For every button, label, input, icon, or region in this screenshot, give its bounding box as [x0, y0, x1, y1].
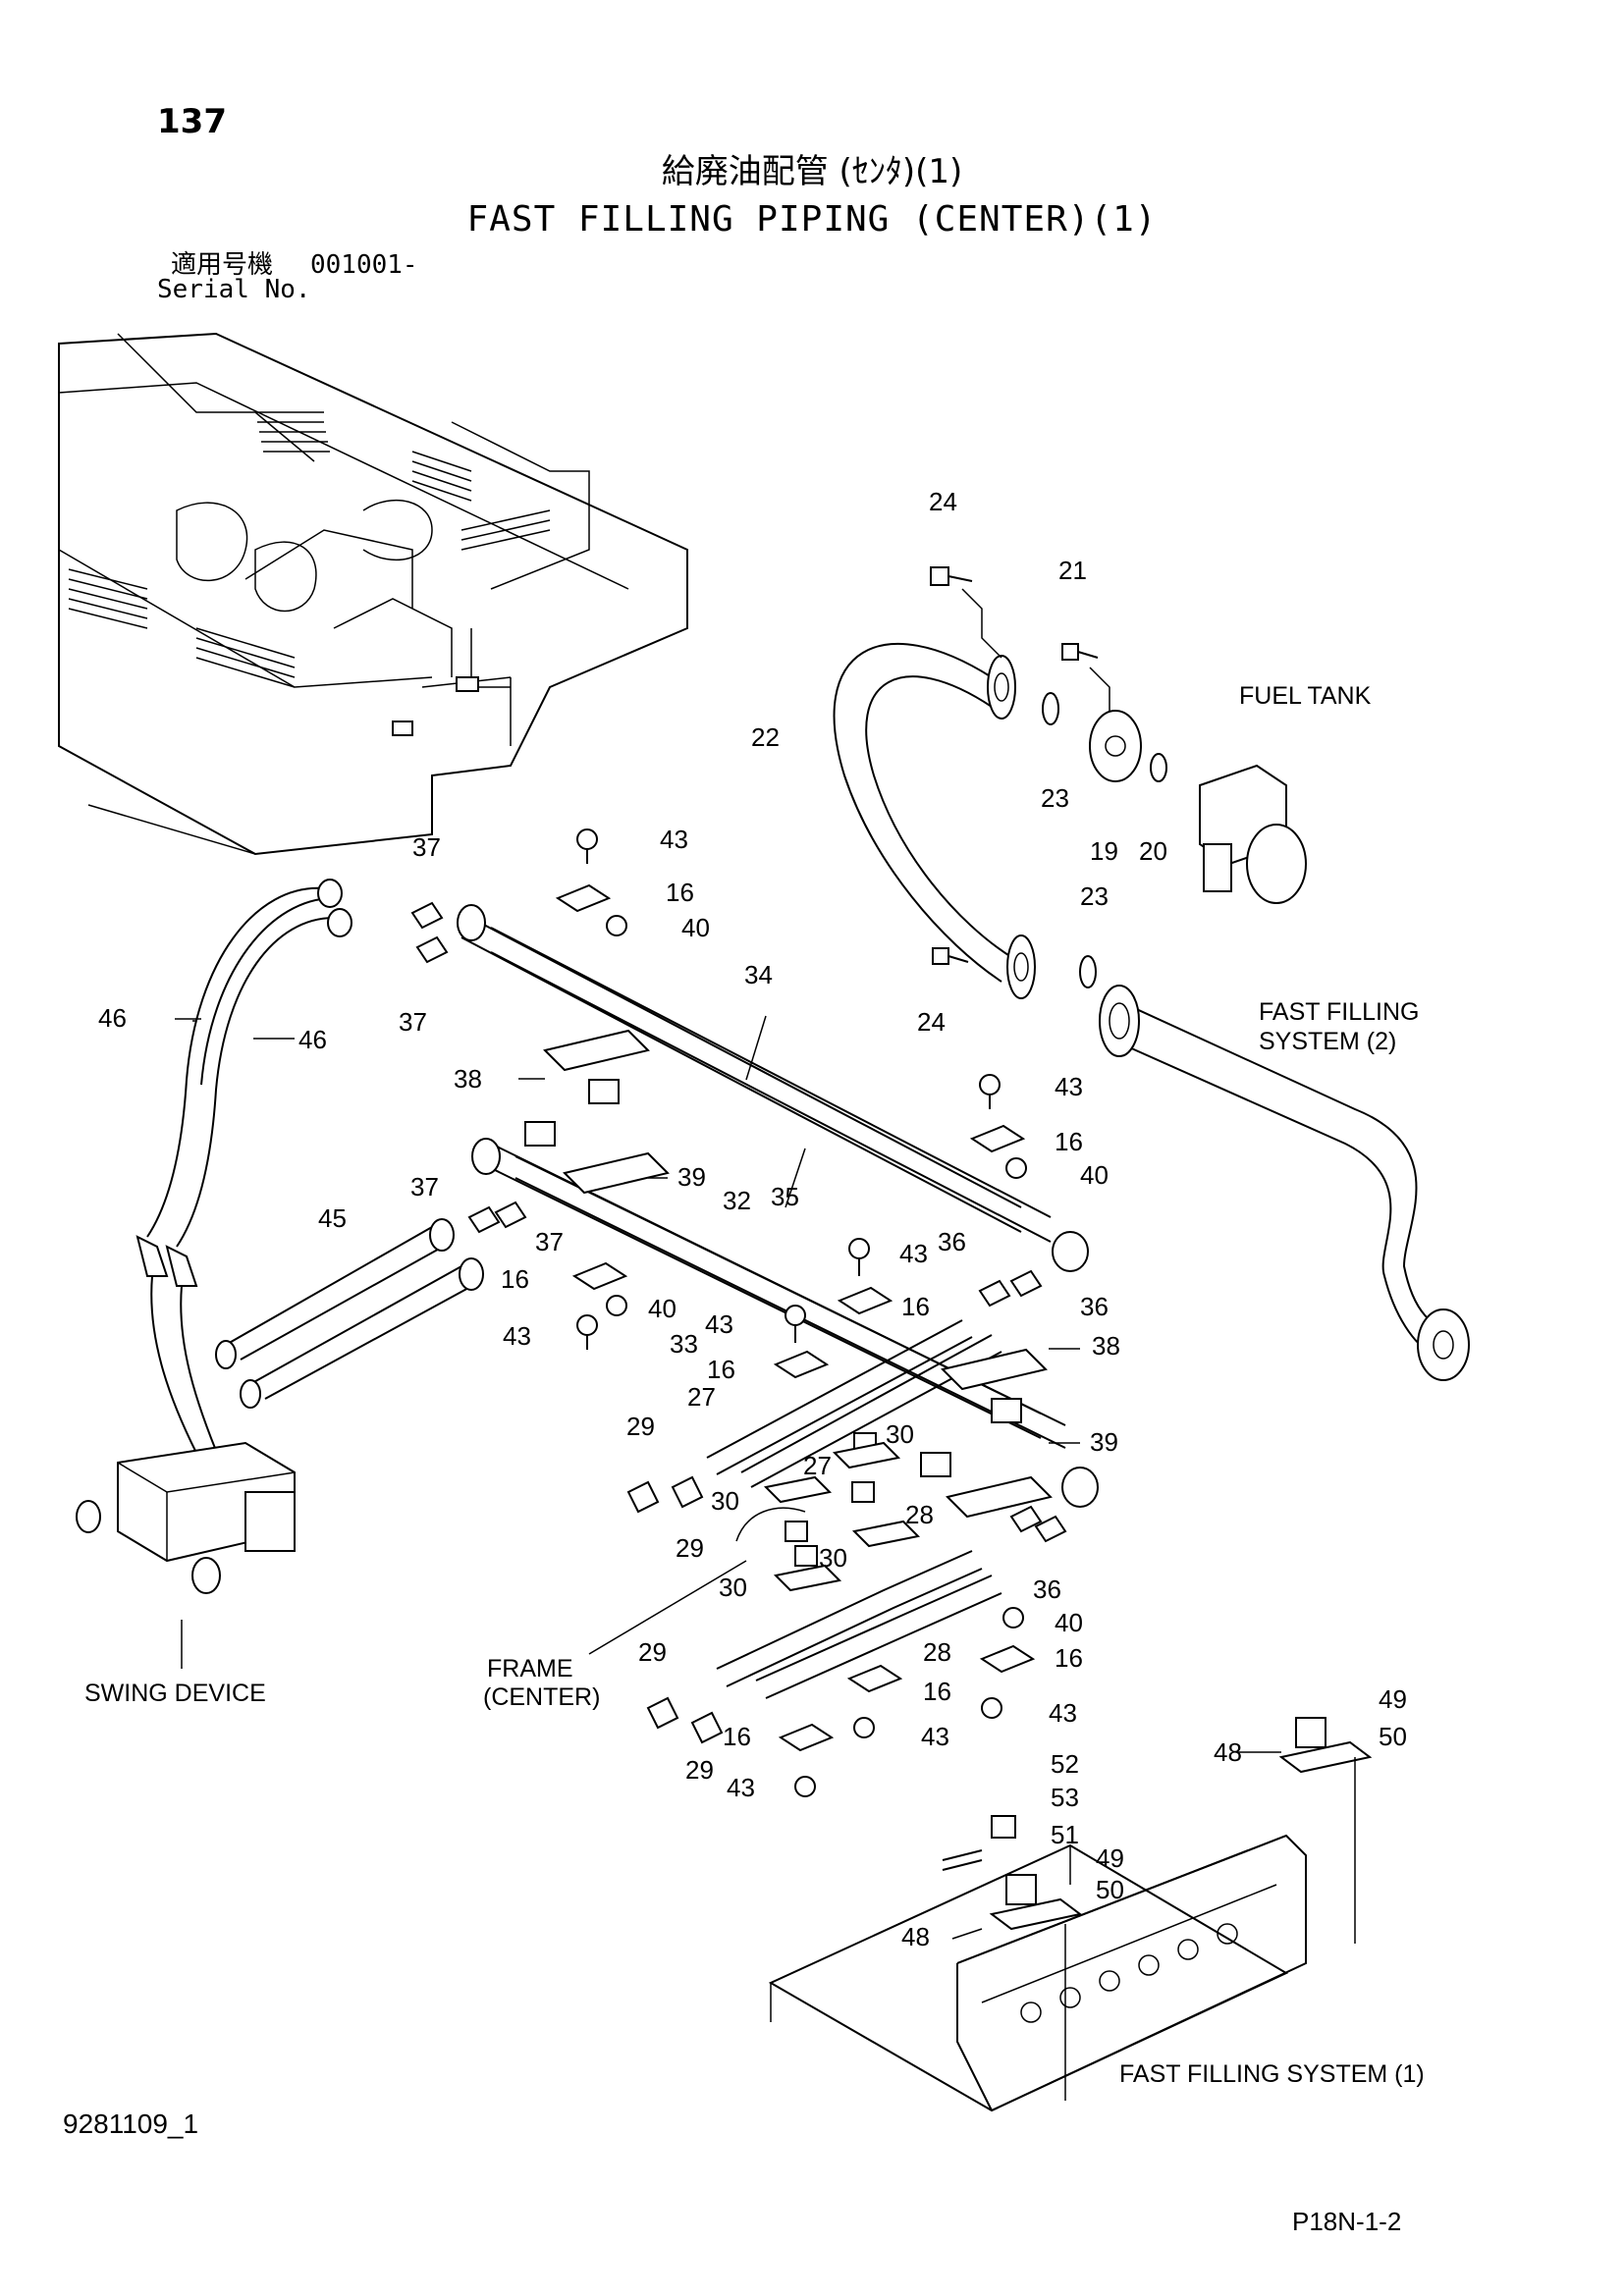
leader-lines	[175, 1015, 1281, 1940]
callout-46: 46	[298, 1025, 327, 1054]
callout-43: 43	[705, 1309, 733, 1339]
callout-30: 30	[711, 1486, 739, 1516]
callout-23: 23	[1080, 881, 1109, 911]
label-frame-center-line1: FRAME	[487, 1655, 573, 1682]
callout-35: 35	[771, 1182, 799, 1211]
callout-34: 34	[744, 960, 773, 989]
callout-16: 16	[666, 878, 694, 907]
label-swing-device: SWING DEVICE	[84, 1680, 266, 1707]
callout-16: 16	[1055, 1643, 1083, 1673]
label-fast-filling-system-2-line1: FAST FILLING	[1259, 998, 1420, 1026]
callout-43: 43	[503, 1321, 531, 1351]
callout-43: 43	[921, 1722, 949, 1751]
callout-16: 16	[901, 1292, 930, 1321]
center-pipes-drawing	[215, 828, 1099, 1797]
callout-40: 40	[681, 913, 710, 942]
callout-22: 22	[751, 722, 780, 752]
callout-40: 40	[648, 1294, 677, 1323]
callout-43: 43	[899, 1239, 928, 1268]
callout-24: 24	[917, 1007, 946, 1037]
callout-50: 50	[1096, 1875, 1124, 1904]
serial-number-value: 001001-	[310, 250, 418, 280]
document-number: 9281109_1	[63, 2109, 199, 2139]
callout-16: 16	[723, 1722, 751, 1751]
callout-29: 29	[638, 1637, 667, 1667]
callout-38: 38	[1092, 1331, 1120, 1361]
callout-48: 48	[901, 1922, 930, 1951]
page-reference: P18N-1-2	[1292, 2207, 1402, 2236]
callout-24: 24	[929, 487, 957, 516]
callout-37: 37	[412, 832, 441, 862]
callout-38: 38	[454, 1064, 482, 1094]
callout-37: 37	[410, 1172, 439, 1201]
fast-filling-system-1-drawing	[768, 1717, 1373, 2112]
callout-19: 19	[1090, 836, 1118, 866]
callout-30: 30	[886, 1419, 914, 1449]
swing-device-drawing	[76, 1441, 296, 1669]
label-frame-center-line2: (CENTER)	[483, 1683, 601, 1711]
callout-30: 30	[819, 1543, 847, 1573]
serial-label-japanese: 適用号機	[171, 250, 274, 280]
fuel-tank-piping-drawing	[833, 566, 1470, 1381]
callout-40: 40	[1055, 1608, 1083, 1637]
callout-40: 40	[1080, 1160, 1109, 1190]
callout-49: 49	[1379, 1684, 1407, 1714]
title-japanese: 給廃油配管 (ｾﾝﾀ)(1)	[661, 152, 963, 191]
callout-16: 16	[1055, 1127, 1083, 1156]
page-number: 137	[157, 102, 227, 141]
callout-16: 16	[501, 1264, 529, 1294]
callout-28: 28	[923, 1637, 951, 1667]
callout-28: 28	[905, 1500, 934, 1529]
callout-53: 53	[1051, 1783, 1079, 1812]
hoses-46-drawing	[135, 879, 352, 1464]
serial-label-english: Serial No.	[157, 275, 311, 304]
callout-43: 43	[1055, 1072, 1083, 1101]
callout-30: 30	[719, 1573, 747, 1602]
callout-37: 37	[399, 1007, 427, 1037]
callout-23: 23	[1041, 783, 1069, 813]
callout-50: 50	[1379, 1722, 1407, 1751]
callout-33: 33	[670, 1329, 698, 1359]
callout-51: 51	[1051, 1820, 1079, 1849]
upper-structure-frame-drawing	[58, 332, 688, 856]
label-fast-filling-system-1: FAST FILLING SYSTEM (1)	[1119, 2060, 1425, 2088]
callout-43: 43	[1049, 1698, 1077, 1728]
callout-29: 29	[626, 1412, 655, 1441]
callout-16: 16	[923, 1677, 951, 1706]
callout-46: 46	[98, 1003, 127, 1033]
callout-52: 52	[1051, 1749, 1079, 1779]
callout-27: 27	[803, 1451, 832, 1480]
label-fuel-tank: FUEL TANK	[1239, 682, 1372, 710]
callout-36: 36	[1033, 1575, 1061, 1604]
callout-36: 36	[938, 1227, 966, 1256]
callout-45: 45	[318, 1203, 347, 1233]
callout-21: 21	[1058, 556, 1087, 585]
callout-29: 29	[676, 1533, 704, 1563]
callout-16: 16	[707, 1355, 735, 1384]
callout-37: 37	[535, 1227, 564, 1256]
callout-36: 36	[1080, 1292, 1109, 1321]
title-english: FAST FILLING PIPING (CENTER)(1)	[466, 199, 1158, 240]
callout-27: 27	[687, 1382, 716, 1412]
callout-29: 29	[685, 1755, 714, 1785]
callout-43: 43	[727, 1773, 755, 1802]
callout-39: 39	[1090, 1427, 1118, 1457]
callout-43: 43	[660, 825, 688, 854]
callout-49: 49	[1096, 1843, 1124, 1873]
callout-39: 39	[677, 1162, 706, 1192]
callout-32: 32	[723, 1186, 751, 1215]
label-fast-filling-system-2-line2: SYSTEM (2)	[1259, 1028, 1397, 1055]
callout-48: 48	[1214, 1737, 1242, 1767]
callout-20: 20	[1139, 836, 1167, 866]
